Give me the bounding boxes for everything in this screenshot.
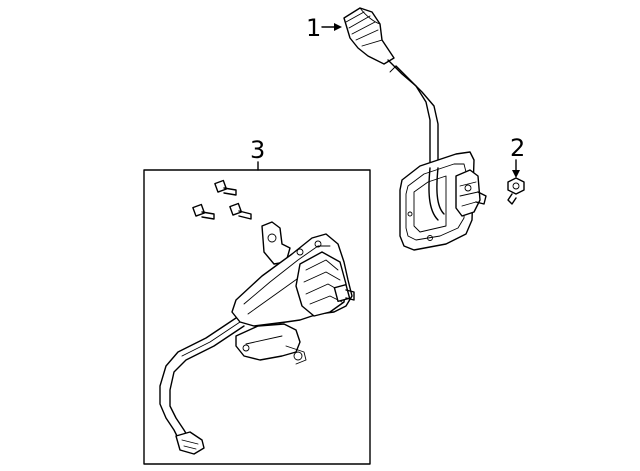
screw-2 (192, 203, 215, 220)
part-3-box (143, 169, 371, 465)
shift-knob (343, 7, 395, 65)
callout-2-label: 2 (510, 134, 525, 162)
callout-1-label: 1 (306, 14, 321, 42)
callout-3-label: 3 (250, 136, 265, 164)
screw-1 (214, 179, 237, 196)
callout-2-arrow (512, 159, 520, 178)
part-1-shift-lever (343, 7, 487, 251)
pedal-assembly (159, 221, 355, 455)
callout-1-arrow (321, 23, 342, 31)
part-2-bolt (507, 177, 525, 205)
shift-boot-plate (399, 151, 487, 251)
screw-3 (229, 202, 252, 220)
